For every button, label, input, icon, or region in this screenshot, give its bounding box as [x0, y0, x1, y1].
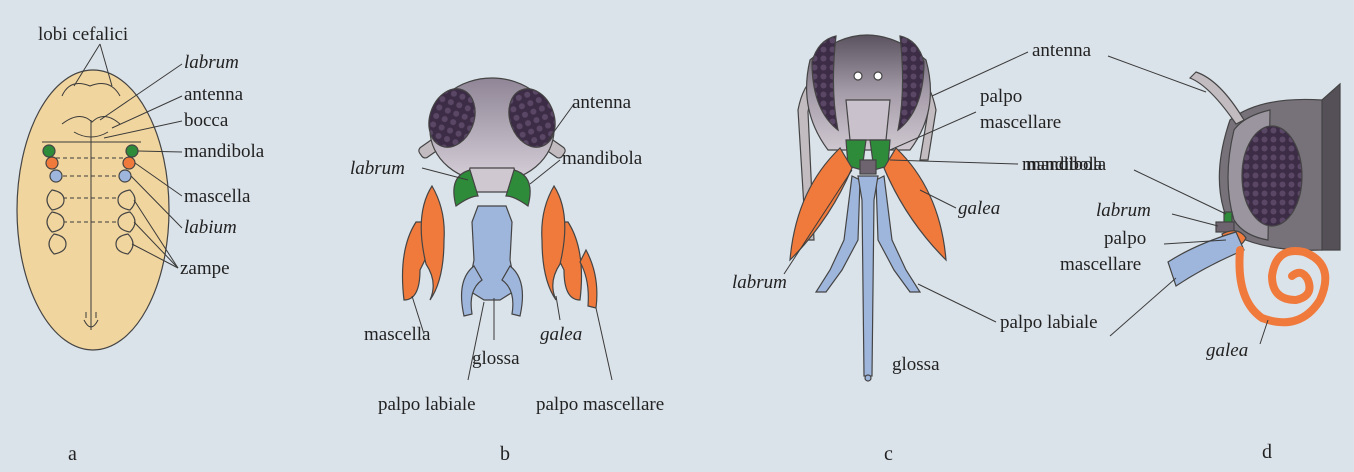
- label-mascella: mascella: [364, 324, 431, 345]
- label-galea: galea: [540, 324, 582, 345]
- labrum: [860, 160, 876, 174]
- glossa-tip: [865, 375, 871, 381]
- label-labrum: labrum: [732, 272, 787, 293]
- label-mascellare: mascellare: [1060, 254, 1141, 275]
- compound-eye: [1242, 126, 1302, 226]
- labium-bud-right: [119, 170, 131, 182]
- panel-letter-a: a: [68, 443, 77, 465]
- label-galea: galea: [958, 198, 1000, 219]
- panel-letter-c: c: [884, 443, 893, 465]
- label-lobi-cefalici: lobi cefalici: [38, 24, 128, 45]
- maxilla-bud-right: [123, 157, 135, 169]
- label-palpo-labiale: palpo labiale: [378, 394, 476, 415]
- label-zampe: zampe: [180, 258, 230, 279]
- label-mandibola: mandibola: [1026, 154, 1107, 175]
- label-palpo-mascellare: palpo mascellare: [536, 394, 664, 415]
- label-labium: labium: [184, 217, 237, 238]
- label-labrum: labrum: [184, 52, 239, 73]
- label-antenna: antenna: [572, 92, 632, 113]
- label-labrum: labrum: [350, 158, 405, 179]
- maxilla-bud-left: [46, 157, 58, 169]
- label-glossa: glossa: [892, 354, 940, 375]
- label-antenna: antenna: [184, 84, 244, 105]
- label-glossa: glossa: [472, 348, 520, 369]
- thorax: [1322, 84, 1340, 250]
- label-labrum: labrum: [1096, 200, 1151, 221]
- mandible-bud-right: [126, 145, 138, 157]
- label-antenna: antenna: [1032, 40, 1092, 61]
- label-mandibola: mandibola: [562, 148, 643, 169]
- antenna-socket-left: [854, 72, 862, 80]
- panel-letter-d: d: [1262, 441, 1272, 463]
- label-palpo: palpo: [1104, 228, 1146, 249]
- antenna-socket-right: [874, 72, 882, 80]
- label-galea: galea: [1206, 340, 1248, 361]
- label-mascellare: mascellare: [980, 112, 1061, 133]
- label-mascella: mascella: [184, 186, 251, 207]
- mandible-bud-left: [43, 145, 55, 157]
- labium-bud-left: [50, 170, 62, 182]
- label-palpo-labiale: palpo labiale: [1000, 312, 1098, 333]
- label-palpo: palpo: [980, 86, 1022, 107]
- panel-letter-b: b: [500, 443, 510, 465]
- label-bocca: bocca: [184, 110, 229, 131]
- label-mandibola: mandibola: [184, 141, 265, 162]
- clypeus: [846, 100, 890, 140]
